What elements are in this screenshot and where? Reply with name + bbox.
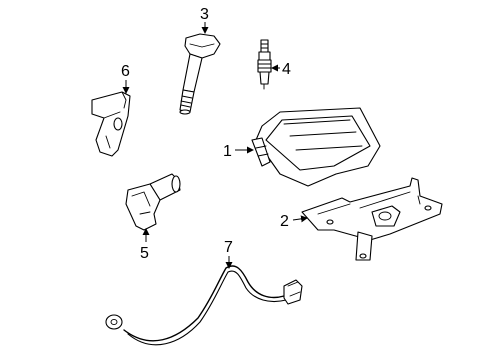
- crankshaft-position-sensor: [125, 173, 181, 231]
- callout-5: 5: [140, 245, 149, 262]
- callout-7: 7: [224, 239, 233, 256]
- engine-control-module: [251, 107, 381, 187]
- camshaft-position-sensor: [91, 91, 131, 157]
- ecm-bracket: [301, 177, 443, 261]
- callout-6: 6: [121, 63, 130, 80]
- ignition-coil: [179, 33, 221, 115]
- callout-2: 2: [280, 213, 289, 230]
- spark-plug: [257, 39, 272, 90]
- callout-4: 4: [282, 61, 291, 78]
- callout-3: 3: [200, 6, 209, 23]
- knock-sensor-harness: [105, 265, 303, 346]
- callout-1: 1: [223, 143, 232, 160]
- leader-2: [292, 215, 308, 223]
